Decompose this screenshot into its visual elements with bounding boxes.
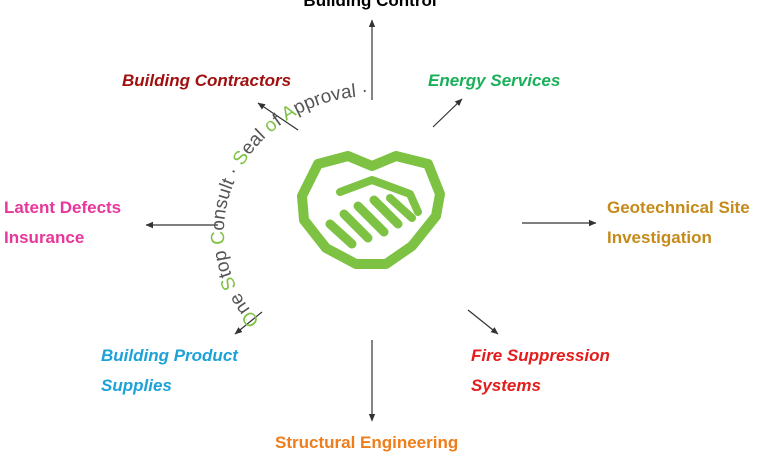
label-building-contractors: Building Contractors [122,66,291,96]
label-fire-suppression: Fire Suppression Systems [471,341,610,401]
label-building-control: Building Control [0,0,740,16]
handshake-icon [297,151,445,269]
label-building-product: Building Product Supplies [101,341,238,401]
label-energy-services-text: Energy Services [428,71,561,90]
ring-word-rest: top [209,244,237,281]
arrow-building-product [234,311,263,335]
label-energy-services: Energy Services [428,66,560,96]
label-geotechnical: Geotechnical Site Investigation [607,193,750,253]
ring-word-rest: pproval · [290,80,373,119]
label-structural-engineering: Structural Engineering [275,428,458,458]
label-geotechnical-line2: Investigation [607,228,712,247]
arrows [145,19,597,422]
arrow-building-contractors [257,102,299,131]
label-latent-defects-line1: Latent Defects [4,198,122,217]
label-fire-suppression-line2: Systems [471,376,541,395]
label-geotechnical-line1: Geotechnical Site [607,198,750,217]
label-building-product-line2: Supplies [101,376,172,395]
ring-word-rest: onsult · [208,158,247,231]
label-structural-engineering-text: Structural Engineering [275,433,459,452]
ring-initial-letter: C [208,231,230,246]
label-fire-suppression-line1: Fire Suppression [471,346,610,365]
label-building-contractors-text: Building Contractors [122,71,292,90]
arrow-fire-suppression [467,309,499,335]
arrow-energy-services [432,98,463,128]
label-latent-defects-line2: Insurance [4,228,85,247]
label-building-product-line1: Building Product [101,346,238,365]
label-building-control-text: Building Control [303,0,437,10]
label-latent-defects: Latent Defects Insurance [4,193,121,253]
